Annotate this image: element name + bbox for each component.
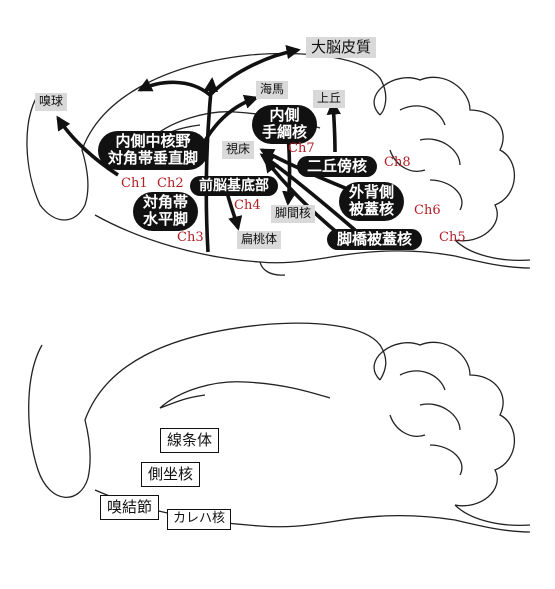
channel-label-ch7: Ch7	[288, 141, 315, 156]
channel-label-ch2: Ch2	[157, 176, 184, 191]
nucleus-medial-septum: 内側中核野 対角帯垂直脚	[98, 131, 209, 170]
nucleus-medial-habenula: 内側手綱核	[252, 105, 318, 144]
channel-label-ch6: Ch6	[414, 203, 441, 218]
arrow-parabigeminal-to-colliculus	[326, 100, 341, 153]
region-striatum: 線条体	[160, 428, 220, 454]
nucleus-pedunculopontine: 脚橋被蓋核	[327, 229, 423, 251]
channel-label-ch8: Ch8	[384, 155, 411, 170]
channel-label-ch4: Ch4	[234, 198, 261, 213]
nucleus-diagonal-vertical-label: 対角帯垂直脚	[108, 149, 199, 168]
upper-brain-outline	[26, 52, 531, 276]
lower-brain-outline	[28, 322, 531, 533]
arrow-to-cortex-left	[137, 78, 212, 97]
arrow-ppt-to-thalamus-2	[264, 157, 342, 237]
nucleus-laterodorsal-tegmental: 外背側被蓋核	[339, 182, 405, 221]
nucleus-diagonal-band-horizontal: 対角帯水平脚	[133, 192, 199, 231]
region-nucleus-accumbens: 側坐核	[141, 462, 201, 488]
channel-label-ch1: Ch1	[121, 176, 148, 191]
region-thalamus: 視床	[222, 141, 255, 159]
channel-label-ch3: Ch3	[177, 230, 204, 245]
channel-label-ch5: Ch5	[439, 230, 466, 245]
region-amygdala: 扁桃体	[237, 231, 282, 249]
nucleus-basal-forebrain: 前脳基底部	[190, 176, 278, 197]
region-olfactory-bulb: 嗅球	[35, 93, 68, 111]
arrow-basal-to-cortex	[203, 77, 219, 253]
region-interpeduncular: 脚間核	[271, 205, 316, 223]
nucleus-medial-septum-label: 内側中核野	[115, 132, 191, 150]
arrow-to-cortex	[208, 44, 301, 97]
region-olfactory-tubercle: 嗅結節	[100, 495, 160, 521]
region-superior-colliculus: 上丘	[313, 90, 346, 108]
region-cortex: 大脳皮質	[306, 37, 377, 59]
nucleus-parabigeminal: 二丘傍核	[297, 156, 378, 178]
region-islands-of-calleja: カレハ核	[167, 509, 232, 530]
arrow-to-olfactory-bulb	[56, 115, 119, 177]
region-hippocampus: 海馬	[256, 81, 289, 99]
